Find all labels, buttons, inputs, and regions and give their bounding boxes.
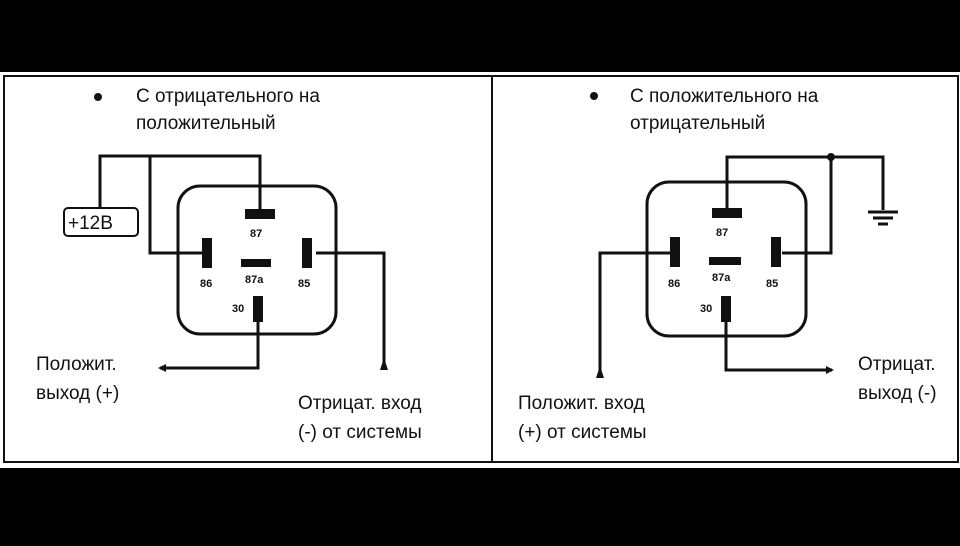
pin-label-87: 87 [716, 227, 728, 239]
left-output-label-line1: Положит. [36, 354, 117, 375]
pin-85 [771, 237, 781, 267]
bullet-icon [590, 92, 598, 100]
pin-label-87a: 87a [245, 274, 264, 286]
left-output-label-line2: выход (+) [36, 383, 119, 404]
pin-87a [709, 257, 741, 265]
bullet-icon [94, 93, 102, 101]
right-panel: С положительного на отрицательный 87 86 … [518, 86, 937, 443]
pin-label-87: 87 [250, 228, 262, 240]
pin-87a [241, 259, 271, 267]
input-arrow-icon [596, 366, 604, 378]
right-input-label-line2: (+) от системы [518, 422, 647, 443]
left-input-label-line2: (-) от системы [298, 422, 422, 443]
pin-87 [245, 209, 275, 219]
right-output-label-line2: выход (-) [858, 383, 937, 404]
pin-label-85: 85 [766, 278, 778, 290]
pin-label-86: 86 [668, 278, 680, 290]
pin-30 [721, 296, 731, 322]
right-input-label-line1: Положит. вход [518, 393, 645, 414]
pin-86 [670, 237, 680, 267]
right-panel-frame [491, 75, 959, 463]
left-title-line2: положительный [136, 113, 276, 134]
right-wires [598, 155, 885, 374]
right-output-label-line1: Отрицат. [858, 354, 936, 375]
pin-87 [712, 208, 742, 218]
supply-label: +12В [68, 213, 113, 234]
left-panel: С отрицательного на положительный +12В 8… [36, 86, 422, 443]
right-title-line1: С положительного на [630, 86, 819, 107]
junction-dot [827, 153, 835, 161]
pin-label-30: 30 [700, 303, 712, 315]
pin-label-85: 85 [298, 278, 310, 290]
input-arrow-icon [380, 358, 388, 370]
pin-label-30: 30 [232, 303, 244, 315]
pin-30 [253, 296, 263, 322]
pin-label-87a: 87a [712, 272, 731, 284]
right-title-line2: отрицательный [630, 113, 765, 134]
left-input-label-line1: Отрицат. вход [298, 393, 421, 414]
pin-label-86: 86 [200, 278, 212, 290]
left-title-line1: С отрицательного на [136, 86, 320, 107]
pin-86 [202, 238, 212, 268]
left-wires [98, 154, 386, 372]
pin-85 [302, 238, 312, 268]
diagram-area [0, 72, 960, 468]
ground-icon [868, 210, 898, 226]
